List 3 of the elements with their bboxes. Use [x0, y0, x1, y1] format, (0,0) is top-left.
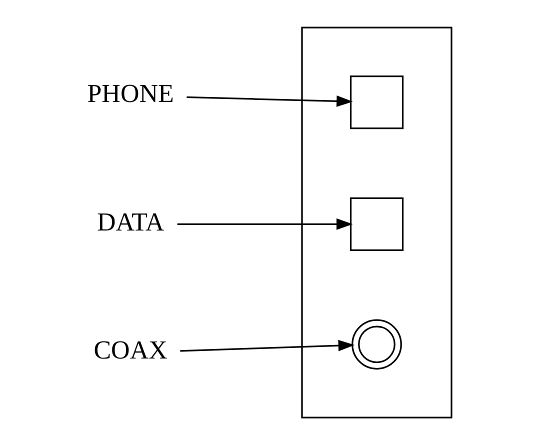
node-text: DATA — [96, 207, 164, 236]
node-text: PHONE — [87, 78, 174, 108]
node-text: COAX — [94, 336, 168, 365]
